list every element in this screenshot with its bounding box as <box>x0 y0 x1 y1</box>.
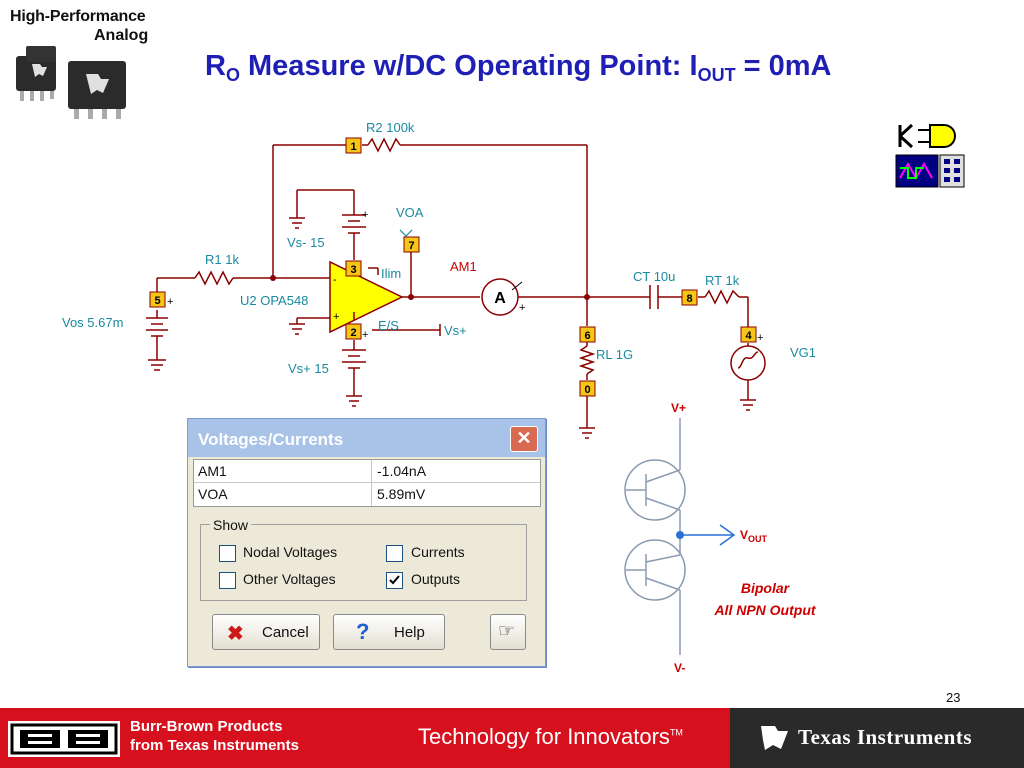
analysis-icon <box>895 154 965 188</box>
node-0: 0 <box>584 384 590 396</box>
other-voltages-label: Other Voltages <box>243 571 336 587</box>
row-value: -1.04nA <box>377 463 427 479</box>
ct-label: CT 10u <box>633 269 675 284</box>
show-legend: Show <box>210 517 252 533</box>
page-number: 23 <box>946 690 961 705</box>
help-label: Help <box>394 624 425 641</box>
table-row[interactable]: AM1 -1.04nA <box>194 460 540 483</box>
bipolar-caption: Bipolar <box>741 580 791 596</box>
outputs-label: Outputs <box>411 571 461 587</box>
currents-label: Currents <box>411 544 465 560</box>
vs-plus-net-label: Vs+ <box>444 323 467 338</box>
dialog-title: Voltages/Currents <box>198 430 344 449</box>
vs-plus-label: Vs+ 15 <box>288 361 329 376</box>
help-button[interactable]: ? Help <box>333 614 445 650</box>
slide-title: RO Measure w/DC Operating Point: IOUT = … <box>205 50 832 85</box>
rt-label: RT 1k <box>705 273 740 288</box>
voltages-currents-dialog: Voltages/Currents ✕ AM1 -1.04nA VOA 5.89… <box>187 418 546 667</box>
ammeter-plus-sign: + <box>519 302 525 314</box>
v-minus-label: V- <box>674 661 685 675</box>
close-button[interactable]: ✕ <box>510 426 538 452</box>
all-npn-caption: All NPN Output <box>713 602 816 618</box>
cancel-label: Cancel <box>262 624 309 641</box>
outputs-checkbox[interactable] <box>386 572 403 589</box>
vs-plus-plus-sign: + <box>362 329 368 341</box>
am1-label: AM1 <box>450 259 477 274</box>
opamp-plus-sign: + <box>333 311 339 323</box>
vg1-label: VG1 <box>790 345 816 360</box>
node-4: 4 <box>745 330 752 342</box>
vout-label: VOUT <box>740 528 768 544</box>
node-6: 6 <box>584 330 590 342</box>
rl-label: RL 1G <box>596 347 633 362</box>
ti-logo-icon <box>757 722 791 757</box>
nodal-voltages-label: Nodal Voltages <box>243 544 338 560</box>
r2-label: R2 100k <box>366 120 415 135</box>
ammeter-symbol: A <box>494 290 506 307</box>
vs-minus-plus-sign: + <box>362 209 368 221</box>
checkmark-icon <box>389 575 400 585</box>
column-divider <box>371 460 372 506</box>
burr-brown-line2: from Texas Instruments <box>130 737 299 754</box>
other-voltages-checkbox[interactable] <box>219 572 236 589</box>
vg1-plus-sign: + <box>757 332 763 344</box>
voa-probe-label: VOA <box>396 205 424 220</box>
burr-brown-line1: Burr-Brown Products <box>130 718 283 735</box>
opamp-minus-sign: - <box>333 274 337 286</box>
table-row[interactable]: VOA 5.89mV <box>194 483 540 505</box>
texas-instruments-name: Texas Instruments <box>798 725 972 749</box>
node-5: 5 <box>154 295 160 307</box>
analog-digital-icon <box>896 120 964 152</box>
node-3: 3 <box>350 264 356 276</box>
vos-label: Vos 5.67m <box>62 315 123 330</box>
high-performance-analog-logo <box>6 6 156 121</box>
node-8: 8 <box>686 293 692 305</box>
es-label: E/S <box>378 318 399 333</box>
bjt-output-diagram <box>624 418 736 655</box>
row-value: 5.89mV <box>377 486 426 502</box>
show-group-box: Nodal Voltages Currents Other Voltages O… <box>200 524 527 601</box>
vs-minus-label: Vs- 15 <box>287 235 325 250</box>
ilim-label: Ilim <box>381 266 401 281</box>
logo-text-line2: Analog <box>94 27 149 44</box>
node-1: 1 <box>350 141 356 153</box>
hand-pointer-icon: ☞ <box>498 621 516 642</box>
cancel-button[interactable]: ✖ Cancel <box>212 614 320 650</box>
dialog-title-bar[interactable]: Voltages/Currents ✕ <box>188 419 545 457</box>
node-2: 2 <box>350 327 356 339</box>
node-7: 7 <box>408 240 414 252</box>
vos-plus-sign: + <box>167 296 173 308</box>
node-boxes <box>149 137 757 397</box>
logo-text-line1: High-Performance <box>10 8 146 25</box>
burr-brown-logo <box>8 721 120 757</box>
cancel-x-icon: ✖ <box>227 623 244 645</box>
results-table: AM1 -1.04nA VOA 5.89mV <box>193 459 541 507</box>
row-name: AM1 <box>198 463 227 479</box>
v-plus-label: V+ <box>671 401 686 415</box>
opamp-label: U2 OPA548 <box>240 293 308 308</box>
help-question-icon: ? <box>356 619 370 644</box>
tagline: Technology for InnovatorsTM <box>418 724 683 749</box>
circuit-schematic: 1 7 3 8 5 2 6 0 4 A R2 100k Vs- 15 VOA I… <box>62 120 965 675</box>
row-name: VOA <box>198 486 228 502</box>
r1-label: R1 1k <box>205 252 239 267</box>
currents-checkbox[interactable] <box>386 545 403 562</box>
hand-pointer-button[interactable]: ☞ <box>490 614 526 650</box>
nodal-voltages-checkbox[interactable] <box>219 545 236 562</box>
